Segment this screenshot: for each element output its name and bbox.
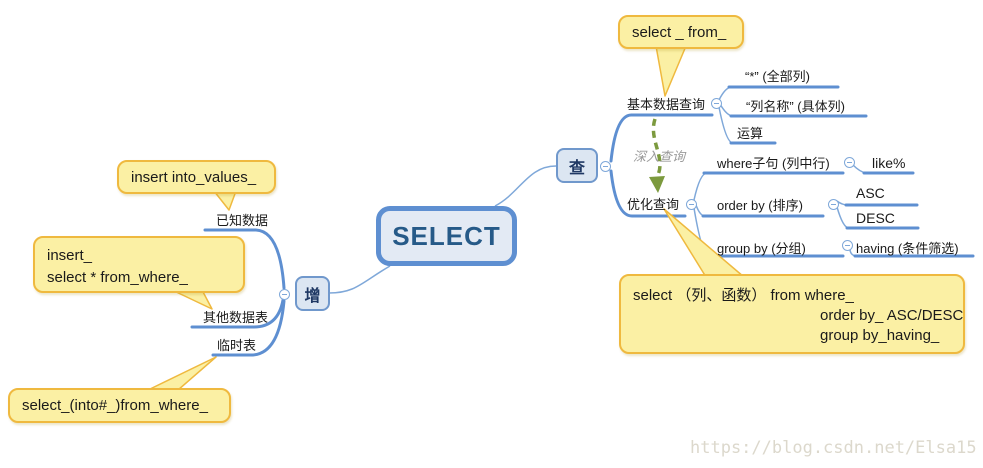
minus-glyph [847,162,852,163]
topic-optimized-query[interactable]: 优化查询 [627,197,680,212]
tail-select-into [147,356,217,391]
curve-basic-namedcols [719,103,734,117]
curve-opt-where [693,172,708,201]
underline-temp-table [211,299,286,357]
topic-order-by[interactable]: order by (排序) [717,198,803,213]
topic-named-columns[interactable]: “列名称” (具体列) [746,99,845,114]
callout-insert-select-line2: select * from_where_ [47,269,188,286]
collapse-icon-order-by[interactable] [828,199,839,210]
node-add[interactable]: 增 [295,276,330,311]
minus-glyph [831,204,836,205]
collapse-icon-group-by[interactable] [842,240,853,251]
topic-known-data[interactable]: 已知数据 [216,213,269,228]
callout-insert-select[interactable]: insert_ select * from_where_ [33,236,245,293]
collapse-icon-basic-query[interactable] [711,98,722,109]
topic-all-columns[interactable]: “*” (全部列) [745,69,810,84]
topic-underlines [190,85,975,357]
callout-select-into[interactable]: select_(into#_)from_where_ [8,388,231,423]
watermark-url: https://blog.csdn.net/Elsa15 [690,438,977,458]
minus-glyph [714,103,719,104]
root-topic-select[interactable]: SELECT [376,206,517,266]
underline-known-data [203,228,286,290]
topic-operation[interactable]: 运算 [737,126,764,141]
callout-select-from[interactable]: select _ from_ [618,15,744,49]
collapse-icon-add[interactable] [279,289,290,300]
callout-big-note-line2: order by_ ASC/DESC [820,307,964,324]
topic-other-table[interactable]: 其他数据表 [203,310,269,325]
minus-glyph [689,204,694,205]
minus-glyph [603,166,608,167]
relationship-label-deep-query[interactable]: 深入查询 [633,149,686,164]
underline-basic-query [609,113,714,163]
callout-insert-select-line1: insert_ [47,247,93,264]
curve-root-to-query [494,165,557,207]
collapse-icon-where[interactable] [844,157,855,168]
node-query[interactable]: 查 [556,148,598,183]
tail-select-from [655,45,687,97]
topic-like[interactable]: like% [872,155,906,171]
topic-group-by[interactable]: group by (分组) [717,241,806,256]
relationship-arrowhead-icon [649,176,665,193]
underline-optimized-query [609,169,687,218]
topic-having[interactable]: having (条件筛选) [856,241,959,256]
callout-big-note-line3: group by_having_ [820,327,940,344]
relationship-arrow [649,118,665,193]
minus-glyph [845,245,850,246]
curve-opt-order [695,204,706,217]
curve-order-desc [836,206,850,229]
topic-desc[interactable]: DESC [856,210,895,226]
topic-temp-table[interactable]: 临时表 [217,338,257,353]
minus-glyph [282,294,287,295]
topic-basic-query[interactable]: 基本数据查询 [627,97,706,112]
collapse-icon-query[interactable] [600,161,611,172]
callout-insert-values[interactable]: insert into_values_ [117,160,276,194]
underline-other-table [190,298,285,329]
callout-big-note-line1: select （列、函数） from where_ [633,287,854,304]
callout-tails [147,45,745,391]
curve-basic-allcols [718,86,732,101]
branch-curves [328,86,867,294]
topic-asc[interactable]: ASC [856,185,885,201]
curve-root-to-add [328,265,391,294]
callout-big-note[interactable]: select （列、函数） from where_ order by_ ASC/… [619,274,965,354]
relationship-arrow-line [651,118,662,178]
collapse-icon-optimized-query[interactable] [686,199,697,210]
topic-where-clause[interactable]: where子句 (列中行) [717,156,830,171]
